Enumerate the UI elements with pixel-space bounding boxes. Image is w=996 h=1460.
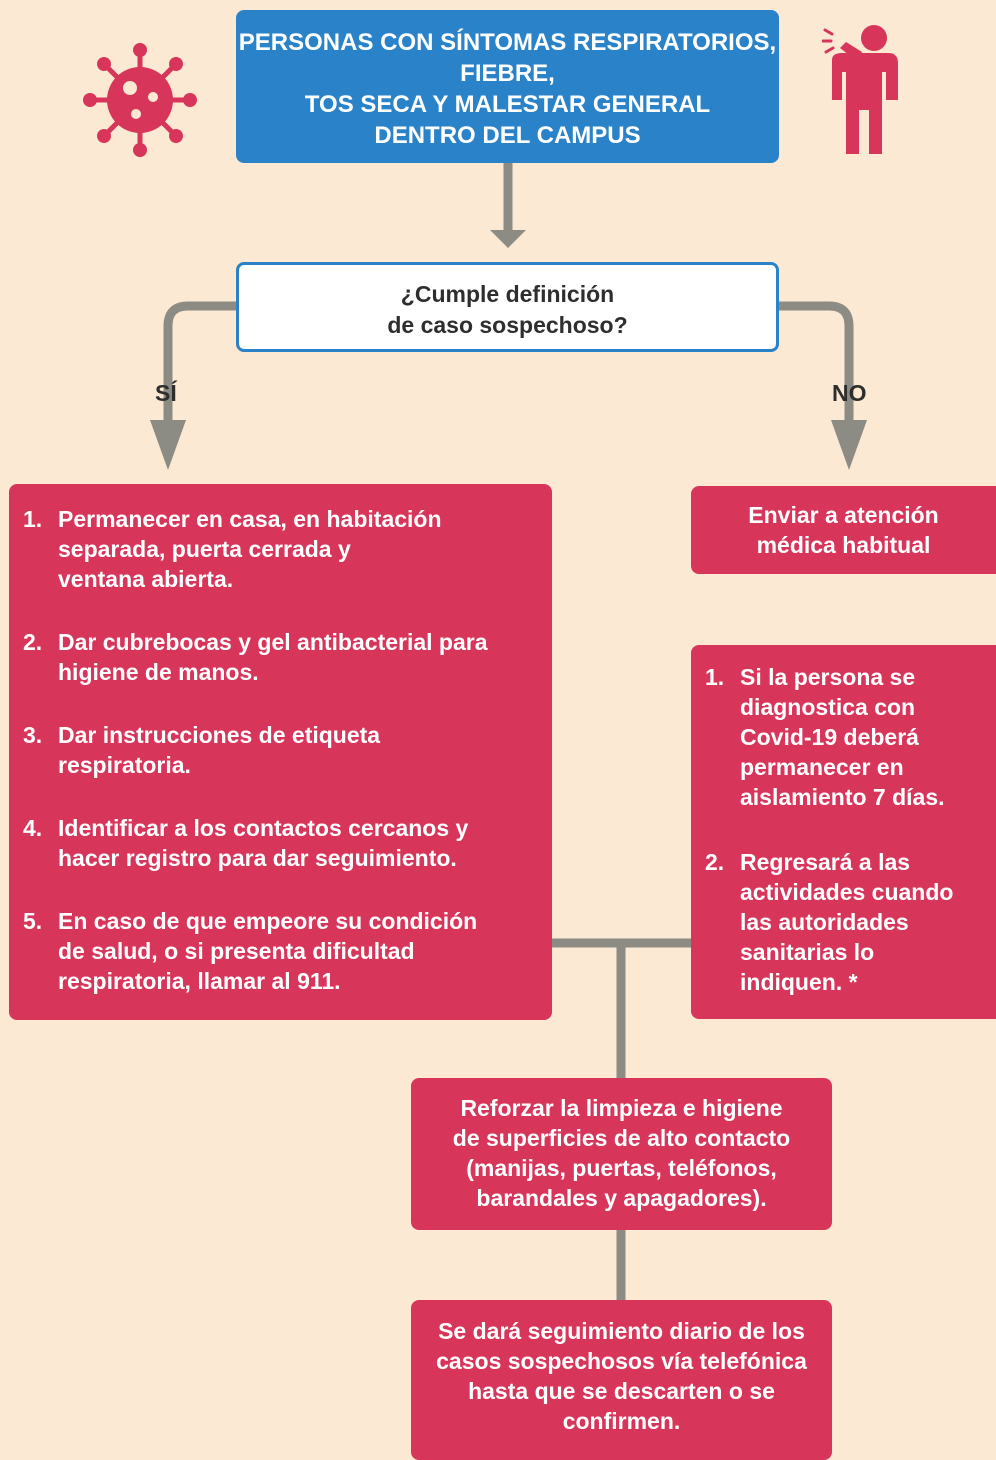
header-line: PERSONAS CON SÍNTOMAS RESPIRATORIOS, [238,29,777,56]
yes-step: 1. Permanecer en casa, en habitación sep… [23,506,442,592]
connector-decision-to-no [779,301,854,422]
no-label: NO [832,380,867,406]
coughing-person-icon [822,25,898,154]
header-line: DENTRO DEL CAMPUS [374,122,641,149]
suspected-case-decision-box: ¿Cumple definición de caso sospechoso? [236,262,779,352]
decision-line: de caso sospechoso? [387,312,628,338]
covid-followup-box: 1. Si la persona se diagnostica con Covi… [691,645,996,1019]
yes-step: 5. En caso de que empeore su condición d… [23,908,478,994]
virus-icon [83,43,197,157]
decision-line: ¿Cumple definición [400,281,615,307]
surface-cleaning-box: Reforzar la limpieza e higiene de superf… [411,1078,832,1230]
connector-decision-to-yes [163,301,236,422]
yes-step: 4. Identificar a los contactos cercanos … [23,815,469,871]
symptoms-header-box: PERSONAS CON SÍNTOMAS RESPIRATORIOS, FIE… [236,10,779,163]
yes-step: 2. Dar cubrebocas y gel antibacterial pa… [23,629,488,685]
yes-step: 3. Dar instrucciones de etiqueta respira… [23,722,381,778]
usual-medical-care-box: Enviar a atención médica habitual [691,486,996,574]
arrowhead-to-yes [150,420,186,470]
header-line: FIEBRE, [460,60,555,87]
yes-label: SÍ [155,380,177,406]
header-line: TOS SECA Y MALESTAR GENERAL [304,91,711,118]
daily-tracking-box: Se dará seguimiento diario de los casos … [411,1300,832,1460]
followup-step: 2. Regresará a las actividades cuando la… [705,849,954,995]
arrowhead-to-no [831,420,867,470]
yes-actions-box: 1. Permanecer en casa, en habitación sep… [9,484,552,1020]
followup-step: 1. Si la persona se diagnostica con Covi… [705,664,945,810]
arrowhead-to-decision [490,230,526,248]
